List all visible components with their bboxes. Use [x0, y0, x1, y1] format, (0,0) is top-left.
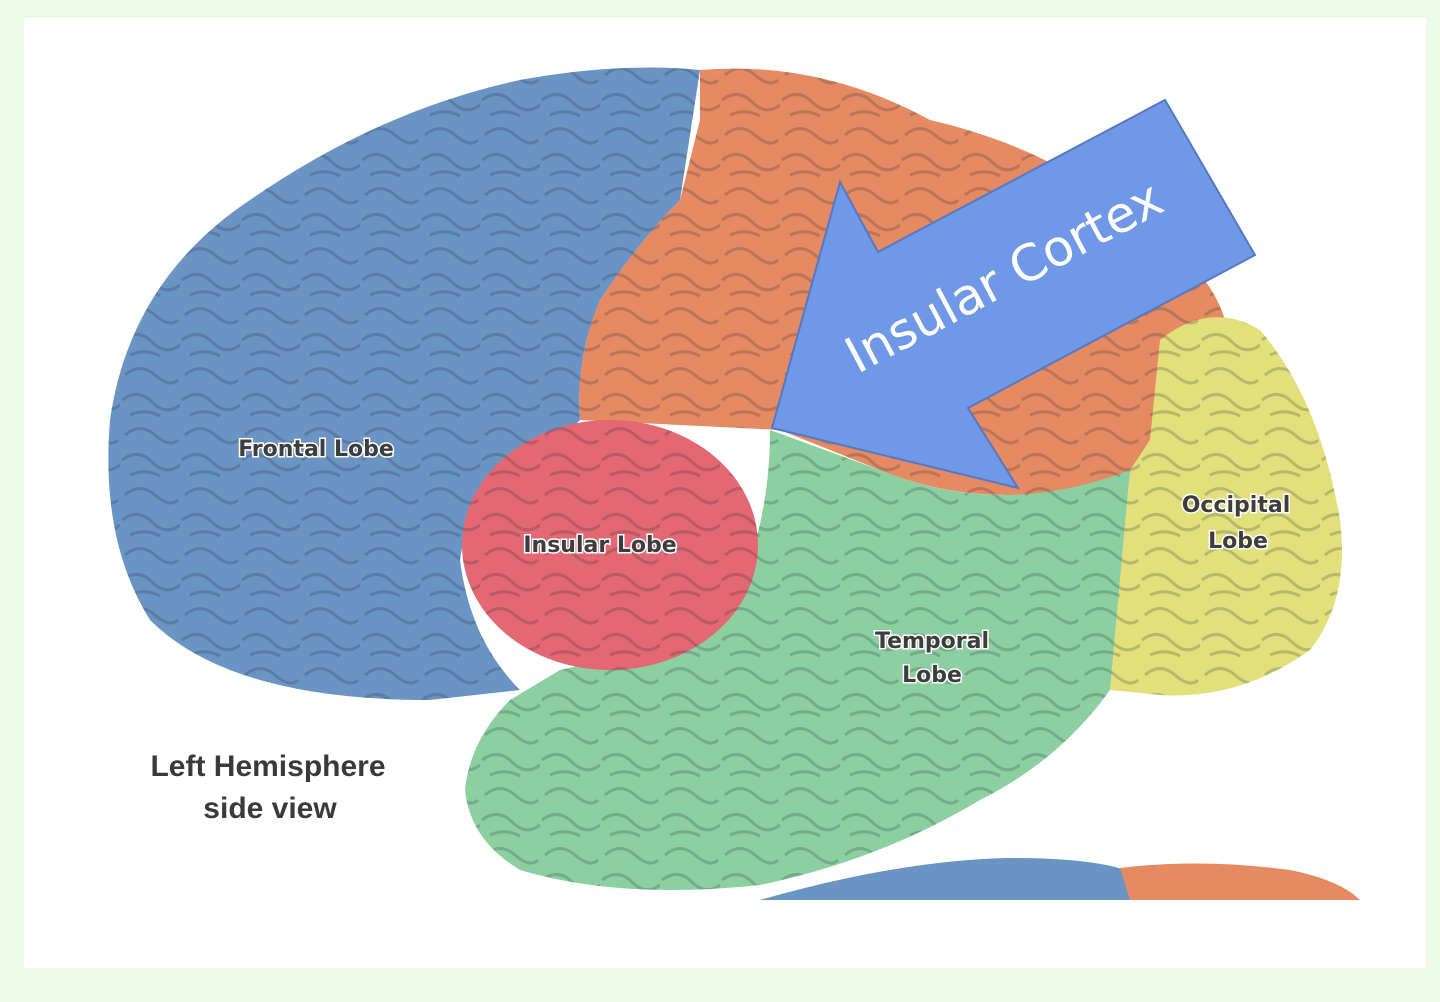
insular-cortex-callout-arrow: Insular Cortex — [770, 98, 1257, 490]
occipital-lobe-label-line2: Lobe — [1208, 529, 1268, 554]
temporal-lobe-label-line1: Temporal — [875, 629, 989, 654]
occipital-lobe-label-line1: Occipital — [1182, 493, 1291, 518]
lower-brain-fragment-orange — [1120, 863, 1360, 900]
caption-line2: side view — [203, 792, 337, 825]
lower-brain-fragment-blue — [760, 858, 1130, 900]
frontal-lobe-label: Frontal Lobe — [238, 437, 394, 462]
temporal-lobe-label-line2: Lobe — [902, 663, 962, 688]
caption-line1: Left Hemisphere — [150, 750, 385, 783]
insular-lobe-label: Insular Lobe — [523, 533, 676, 558]
